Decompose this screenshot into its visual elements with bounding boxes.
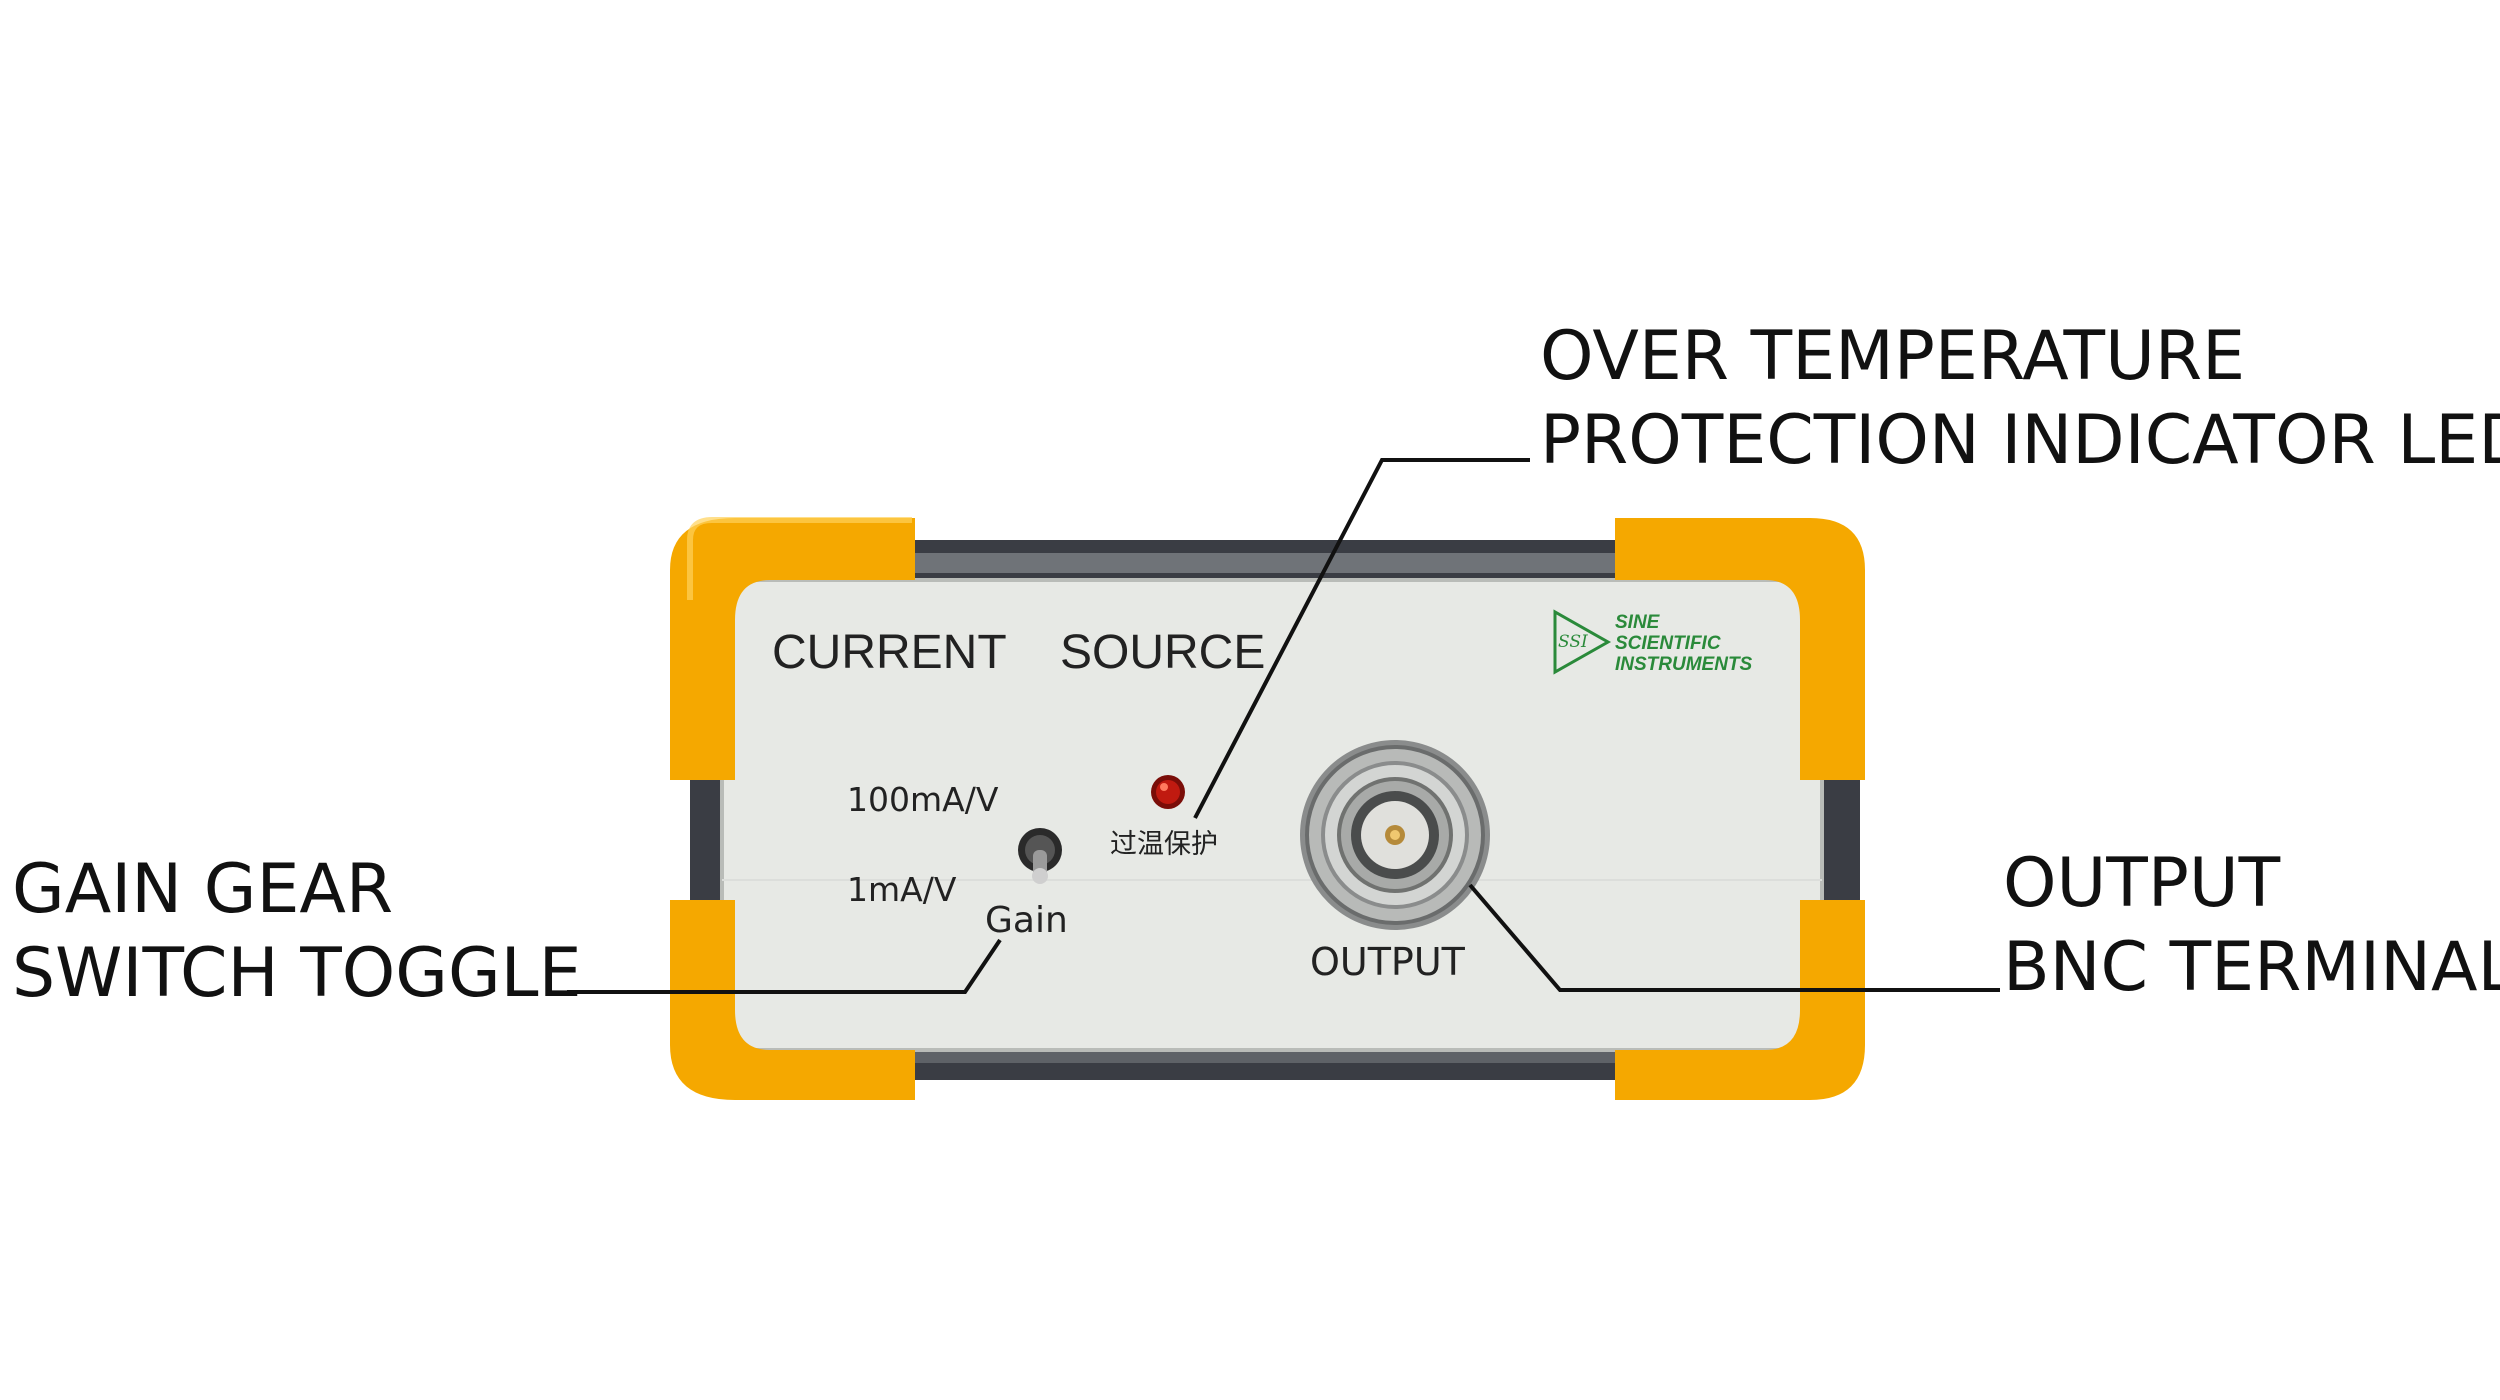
body-highlight-top [700, 553, 1850, 573]
toggle-leader-line [567, 938, 1002, 994]
gain-low-label: 1mA/V [847, 870, 957, 909]
toggle-callout-line-2: SWITCH TOGGLE [12, 934, 582, 1013]
bumper-top-right [1615, 518, 1865, 780]
bnc-callout: OUTPUT BNC TERMINAL [2003, 842, 2500, 1010]
bnc-callout-line-1: OUTPUT [2003, 844, 2281, 923]
bnc-leader-line [1468, 883, 2000, 992]
led-leader-line [1193, 458, 1530, 819]
over-temperature-led [1151, 775, 1185, 809]
gain-toggle-switch[interactable] [1018, 828, 1062, 884]
led-callout: OVER TEMPERATURE PROTECTION INDICATOR LE… [1540, 315, 2500, 483]
led-callout-line-2: PROTECTION INDICATOR LED [1540, 401, 2500, 480]
bnc-callout-line-2: BNC TERMINAL [2003, 928, 2500, 1007]
faceplate [720, 578, 1824, 1052]
logo-line-1: SINE [1615, 612, 1660, 633]
bumper-top-left [670, 517, 915, 780]
gain-high-label: 100mA/V [847, 780, 999, 819]
output-bnc-connector[interactable] [1300, 740, 1490, 930]
gain-label: Gain [985, 900, 1068, 941]
output-label: OUTPUT [1310, 940, 1465, 984]
led-label: 过温保护 [1110, 829, 1218, 860]
logo-badge: SSI [1558, 632, 1588, 652]
toggle-callout: GAIN GEAR SWITCH TOGGLE [12, 848, 582, 1016]
logo-line-3: INSTRUMENTS [1615, 654, 1753, 675]
panel-title-source: SOURCE [1060, 626, 1266, 679]
bumper-bottom-right [1615, 900, 1865, 1100]
bumper-bottom-left [670, 900, 915, 1100]
panel-title-current: CURRENT [772, 626, 1007, 679]
logo-line-2: SCIENTIFIC [1615, 633, 1721, 654]
led-callout-line-1: OVER TEMPERATURE [1540, 317, 2246, 396]
toggle-callout-line-1: GAIN GEAR [12, 850, 394, 929]
ssi-logo-mark [1553, 609, 1612, 675]
